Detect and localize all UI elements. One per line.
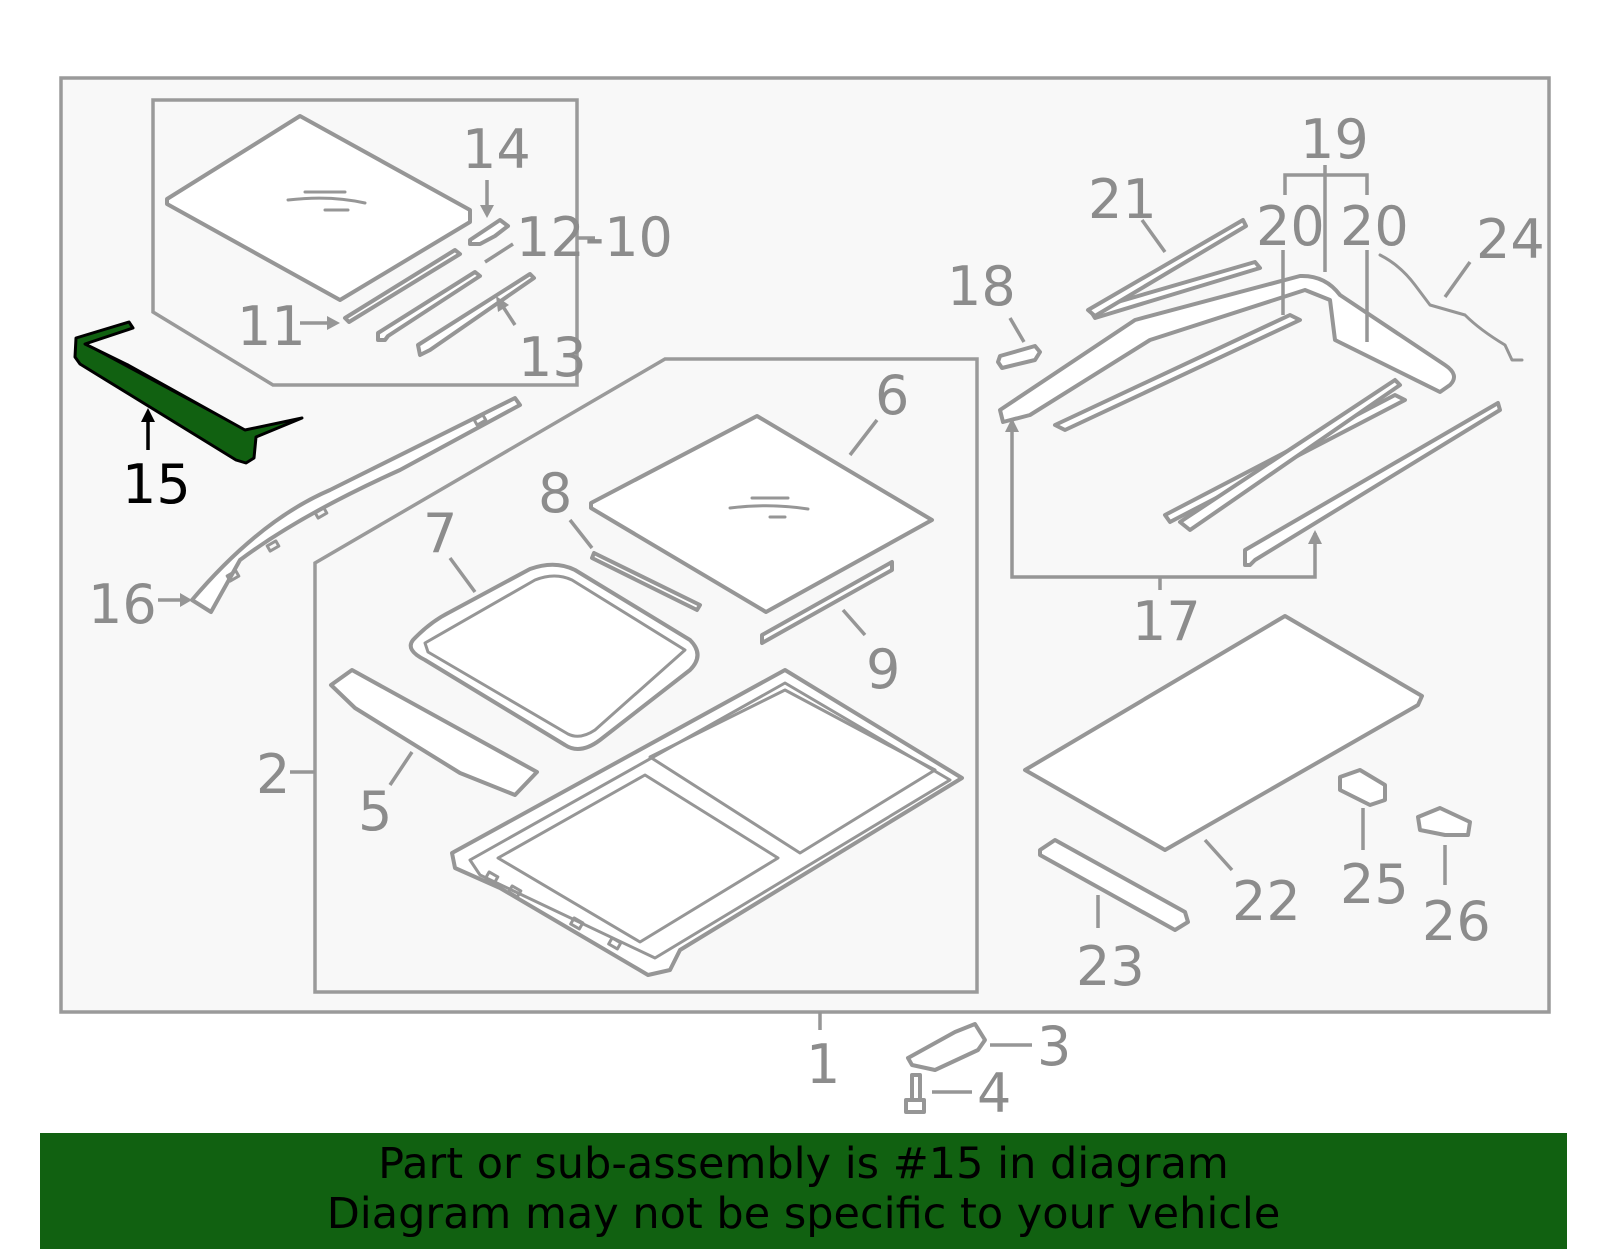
part-24-cable — [1378, 253, 1524, 362]
callout-18: 18 — [947, 255, 1016, 318]
part-25-clip — [1338, 768, 1387, 807]
callout-24: 24 — [1476, 208, 1545, 271]
callout-12-10: 12-10 — [516, 206, 673, 269]
part-15-highlighted — [73, 320, 304, 465]
callout-21: 21 — [1088, 168, 1157, 231]
callout-8: 8 — [538, 462, 572, 525]
callout-13: 13 — [518, 326, 587, 389]
banner-line-1: Part or sub-assembly is #15 in diagram — [378, 1139, 1229, 1189]
callout-16: 16 — [88, 573, 157, 636]
callout-26: 26 — [1422, 890, 1491, 953]
part-8-strip — [590, 551, 702, 612]
part-16-rail — [190, 396, 522, 614]
part-sunroof-frame — [450, 668, 964, 977]
part-3-bracket — [906, 1022, 987, 1072]
callout-1: 1 — [806, 1033, 840, 1096]
part-17-drain-frame — [998, 260, 1502, 567]
callout-3: 3 — [1037, 1015, 1071, 1078]
part-26-clip — [1416, 806, 1472, 837]
callout-6: 6 — [875, 364, 909, 427]
part-18-clip — [996, 344, 1042, 370]
part-7-gasket — [408, 562, 700, 751]
callout-19: 19 — [1300, 108, 1369, 171]
callout-7: 7 — [423, 502, 457, 565]
glass-assembly-box — [151, 98, 579, 387]
callout-4: 4 — [977, 1062, 1011, 1125]
callout-22: 22 — [1232, 870, 1301, 933]
callout-15: 15 — [122, 453, 191, 516]
callout-20-left: 20 — [1256, 195, 1325, 258]
callout-23: 23 — [1076, 935, 1145, 998]
rail-group-bracket — [1010, 420, 1317, 579]
part-22-shade — [1023, 614, 1424, 852]
part-glass-panel — [165, 114, 536, 357]
part-9-strip — [760, 560, 894, 645]
callout-25: 25 — [1340, 853, 1409, 916]
callout-14: 14 — [462, 118, 531, 181]
sunroof-assembly-box — [313, 357, 979, 994]
banner-line-2: Diagram may not be specific to your vehi… — [326, 1189, 1281, 1239]
callout-11: 11 — [237, 295, 306, 358]
part-4-bolt — [904, 1073, 926, 1114]
part-5-deflector — [329, 668, 539, 797]
part-21-strip — [1086, 218, 1248, 318]
callout-17: 17 — [1132, 590, 1201, 653]
callout-9: 9 — [866, 638, 900, 701]
callout-2: 2 — [256, 743, 290, 806]
callout-20-right: 20 — [1340, 195, 1409, 258]
info-banner: Part or sub-assembly is #15 in diagram D… — [40, 1133, 1567, 1249]
part-6-glass — [589, 414, 934, 614]
part-23-bracket — [1038, 838, 1190, 932]
callout-5: 5 — [358, 780, 392, 843]
